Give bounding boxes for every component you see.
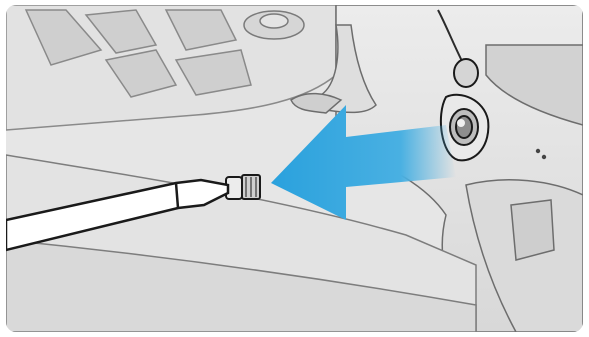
illustration-frame	[6, 5, 583, 332]
repair-illustration	[6, 5, 583, 332]
top-boss	[244, 11, 304, 39]
screw	[226, 175, 260, 199]
